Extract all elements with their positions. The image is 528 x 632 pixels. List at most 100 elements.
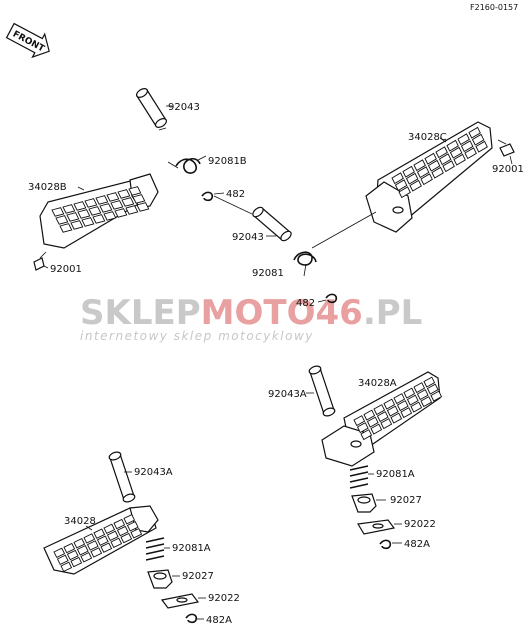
- footpeg-grip-patterns: [51, 126, 488, 573]
- grip-cell: [63, 542, 76, 554]
- spring-part: [145, 537, 170, 561]
- label-peg-34028b: 34028B: [28, 182, 67, 193]
- grip-cell: [92, 214, 106, 224]
- front-arrow-icon: FRONT: [5, 22, 50, 59]
- bolt-part: [33, 251, 49, 271]
- spring-part: [167, 155, 207, 174]
- grip-cell: [96, 535, 109, 546]
- plate-part: [147, 569, 180, 589]
- grip-cell: [100, 542, 113, 553]
- grip-cell: [110, 537, 123, 549]
- grip-cell: [356, 422, 369, 434]
- grip-cell: [81, 217, 95, 227]
- grip-cell: [73, 201, 87, 211]
- grip-cell: [460, 140, 474, 153]
- label-plate-92027-left: 92027: [182, 571, 214, 582]
- label-peg-34028c: 34028C: [408, 132, 447, 143]
- grip-cell: [430, 390, 443, 402]
- grip-cell: [403, 387, 416, 399]
- grip-cell: [402, 165, 415, 178]
- label-peg-34028: 34028: [64, 516, 96, 527]
- bolt-part: [497, 139, 515, 165]
- grip-cell: [453, 153, 466, 166]
- grip-cell: [398, 186, 411, 199]
- grip-cell: [86, 540, 99, 551]
- grip-cell: [366, 416, 379, 428]
- watermark-brand-pl: .PL: [363, 293, 423, 333]
- grip-cell: [66, 549, 79, 561]
- grip-cell: [449, 146, 463, 159]
- grip-cell: [93, 528, 106, 539]
- grip-cell: [59, 223, 73, 233]
- grip-cell: [426, 383, 439, 395]
- grip-cell: [431, 166, 444, 179]
- assembly-bottom-left: 92043A 34028 92081A 92027 92022 482A: [43, 451, 240, 626]
- grip-cell: [83, 533, 96, 544]
- grip-cell: [103, 523, 116, 535]
- grip-cell: [409, 179, 422, 192]
- grip-cell: [121, 197, 135, 207]
- clip-part: [379, 539, 402, 550]
- label-washer-92022-left: 92022: [208, 593, 240, 604]
- grip-cell: [442, 160, 455, 173]
- grip-cell: [77, 209, 91, 219]
- grip-cell: [125, 205, 139, 215]
- grip-cell: [56, 554, 69, 566]
- grip-cell: [468, 126, 481, 139]
- grip-cell: [406, 394, 419, 406]
- grip-cell: [103, 211, 117, 221]
- grip-cell: [110, 200, 124, 210]
- grip-cell: [116, 525, 129, 537]
- grip-cell: [55, 215, 69, 225]
- grip-cell: [435, 146, 448, 159]
- grip-cell: [427, 159, 441, 172]
- label-peg-34028a: 34028A: [358, 378, 397, 389]
- assembly-top-left: 92043 92081B 482 34028B 92001: [28, 88, 247, 275]
- grip-cell: [394, 179, 408, 192]
- grip-cell: [132, 194, 146, 204]
- grip-cell: [66, 212, 80, 222]
- diagram-code: F2160-0157: [470, 3, 518, 12]
- grip-cell: [424, 152, 437, 165]
- grip-cell: [73, 538, 86, 549]
- grip-cell: [400, 407, 413, 419]
- spring-part: [293, 251, 317, 277]
- grip-cell: [76, 545, 89, 556]
- grip-cell: [106, 192, 120, 202]
- grip-cell: [128, 186, 142, 196]
- label-clip-482a-left: 482A: [206, 615, 232, 626]
- washer-part: [160, 593, 206, 609]
- grip-cell: [117, 189, 131, 199]
- grip-cell: [120, 532, 133, 544]
- watermark-brand-sklep: SKLEP: [80, 293, 201, 333]
- assembly-middle: 92043 92081 482: [213, 195, 377, 309]
- grip-cell: [99, 203, 113, 213]
- grip-cell: [413, 159, 426, 172]
- grip-cell: [53, 547, 66, 559]
- grip-cell: [360, 429, 373, 441]
- label-spring-92081a-right: 92081A: [376, 469, 415, 480]
- label-spring-92081a-left: 92081A: [172, 543, 211, 554]
- washer-part: [357, 519, 402, 535]
- grip-cell: [136, 202, 150, 212]
- grip-cell: [84, 198, 98, 208]
- grip-cell: [438, 153, 452, 166]
- pin-part: [108, 451, 136, 503]
- plate-part: [351, 493, 386, 513]
- pin-part: [308, 365, 336, 417]
- grip-cell: [70, 220, 84, 230]
- grip-cell: [106, 530, 119, 542]
- spring-part: [349, 465, 374, 489]
- assembly-top-right: 34028C 92001: [365, 121, 524, 233]
- watermark-brand-moto: MOTO: [201, 293, 316, 333]
- label-plate-92027-right: 92027: [390, 495, 422, 506]
- label-spring-92081: 92081: [252, 268, 284, 279]
- clip-part: [317, 293, 338, 304]
- label-bolt-92001-right: 92001: [492, 164, 524, 175]
- grip-cell: [380, 418, 393, 430]
- grip-cell: [405, 172, 419, 185]
- grip-cell: [130, 528, 143, 539]
- grip-cell: [353, 415, 366, 427]
